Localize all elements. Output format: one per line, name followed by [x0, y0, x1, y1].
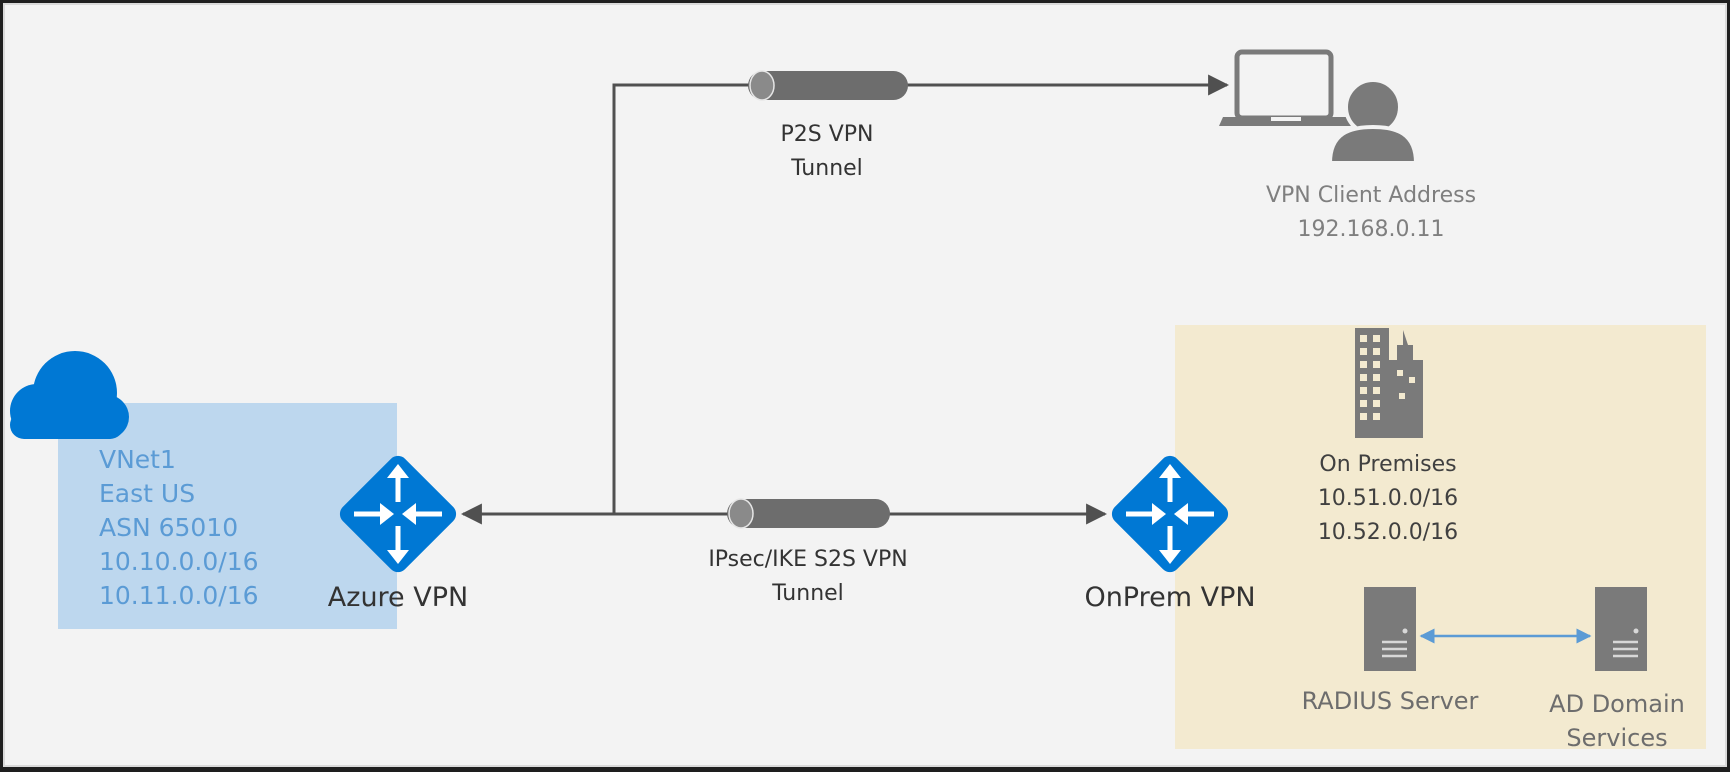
- buildings-icon: [1355, 328, 1423, 438]
- cloud-icon: [10, 351, 129, 439]
- vpn-client-ip: 192.168.0.11: [1297, 217, 1445, 242]
- ad-domain-label-line1: AD Domain: [1549, 690, 1685, 718]
- s2s-tunnel-label-line2: Tunnel: [772, 581, 844, 606]
- p2s-tunnel-label-line1: P2S VPN: [780, 122, 874, 147]
- p2s-tunnel-label: P2S VPN Tunnel: [781, 118, 874, 186]
- ad-server-icon: [1595, 587, 1647, 671]
- s2s-tunnel-label-line1: IPsec/IKE S2S VPN: [708, 547, 908, 572]
- vnet-region: East US: [99, 479, 196, 508]
- p2s-tunnel-icon: [748, 70, 908, 101]
- vpn-client-address: VPN Client Address 192.168.0.11: [1266, 179, 1476, 247]
- ad-domain-label: AD Domain Services: [1549, 687, 1685, 755]
- onprem-vpn-router-icon: [1111, 455, 1229, 573]
- radius-server-label: RADIUS Server: [1301, 687, 1479, 715]
- diagram-canvas: VNet1 East US ASN 65010 10.10.0.0/16 10.…: [3, 3, 1727, 767]
- user-icon: [1327, 78, 1419, 165]
- vpn-client-title: VPN Client Address: [1265, 183, 1477, 208]
- azure-vpn-router-icon: [339, 455, 457, 573]
- vnet-prefix-2: 10.11.0.0/16: [99, 581, 259, 610]
- vnet-info: VNet1 East US ASN 65010 10.10.0.0/16 10.…: [99, 447, 259, 617]
- radius-server-icon: [1364, 587, 1416, 671]
- azure-vpn-label: Azure VPN: [327, 582, 469, 613]
- s2s-tunnel-icon: [727, 498, 890, 529]
- on-premises-title: On Premises: [1319, 452, 1457, 477]
- on-premises-prefix-1: 10.51.0.0/16: [1317, 486, 1459, 511]
- vnet-prefix-1: 10.10.0.0/16: [99, 547, 259, 576]
- vnet-asn: ASN 65010: [99, 513, 239, 542]
- vnet-name: VNet1: [99, 445, 176, 474]
- s2s-tunnel-label: IPsec/IKE S2S VPN Tunnel: [708, 543, 907, 611]
- onprem-vpn-label: OnPrem VPN: [1084, 582, 1256, 613]
- on-premises-info: On Premises 10.51.0.0/16 10.52.0.0/16: [1318, 448, 1458, 550]
- on-premises-prefix-2: 10.52.0.0/16: [1317, 520, 1459, 545]
- onprem-panel: [1175, 325, 1706, 749]
- ad-domain-label-line2: Services: [1566, 724, 1668, 752]
- p2s-connector: [612, 74, 1230, 514]
- diagram-graphics: [10, 49, 1647, 671]
- p2s-tunnel-label-line2: Tunnel: [791, 156, 863, 181]
- laptop-icon: [1219, 49, 1351, 126]
